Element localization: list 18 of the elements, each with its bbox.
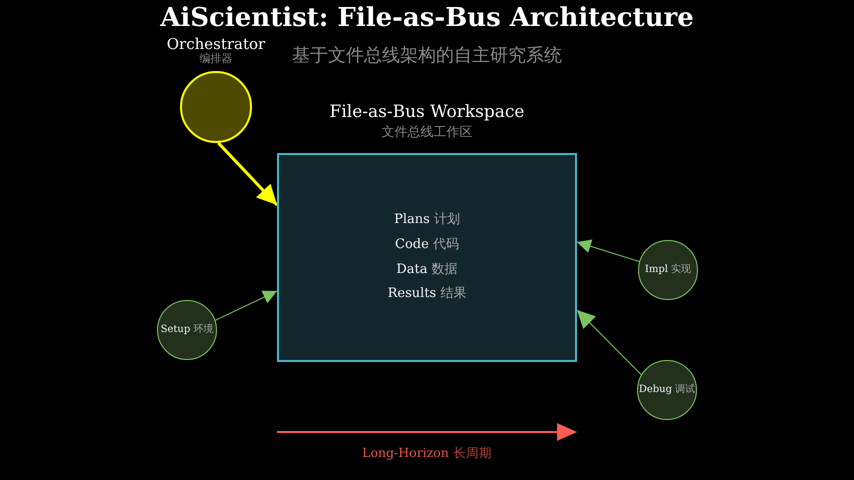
- arrow: [214, 290, 278, 321]
- file-label: Data 数据: [396, 262, 458, 278]
- node-subheading: 文件总线工作区: [382, 126, 472, 141]
- file-label: Code 代码: [395, 238, 459, 252]
- title: AiScientist: File-as-Bus Architecture: [160, 4, 694, 34]
- arrow: [576, 310, 642, 376]
- timeline-label: Long-Horizon 长周期: [362, 446, 492, 460]
- arrow: [217, 142, 278, 206]
- arrow: [576, 240, 640, 262]
- circle-label: Debug 调试: [638, 384, 696, 396]
- circle-label: Setup 环境: [160, 324, 214, 336]
- file-label: Results 结果: [388, 287, 466, 302]
- node-subheading: 编排器: [200, 53, 232, 66]
- node-heading: File-as-Bus Workspace: [330, 103, 524, 123]
- subtitle: 基于文件总线架构的自主研究系统: [292, 46, 562, 67]
- file-label: Plans 计划: [394, 212, 460, 228]
- node-heading: Orchestrator: [166, 36, 266, 53]
- circle-label: Impl 实现: [644, 264, 692, 276]
